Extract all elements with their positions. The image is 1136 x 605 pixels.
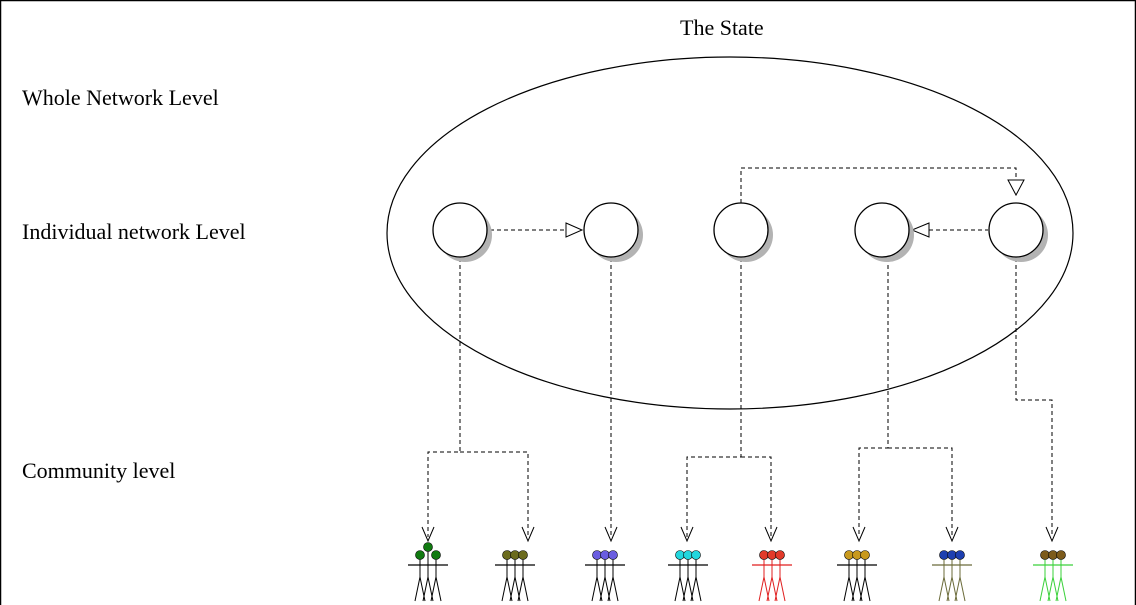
individual-network-level-label: Individual network Level [22, 219, 246, 244]
open-arrowhead [521, 526, 535, 543]
figure-leg [779, 576, 786, 602]
community-group-1 [408, 542, 448, 602]
community-group-2 [495, 550, 535, 602]
figure-leg [859, 576, 866, 602]
figure-leg [591, 576, 598, 602]
figure-head [592, 550, 602, 560]
figure-leg [501, 576, 508, 602]
open-arrowhead [680, 526, 694, 543]
arrowhead-network-5 [1007, 179, 1025, 197]
figure-head [852, 550, 862, 560]
open-arrowhead [764, 526, 778, 543]
figure-head [431, 550, 441, 560]
figure-leg [430, 576, 437, 602]
branch-network-3 [686, 258, 742, 537]
community-group-3 [585, 550, 625, 602]
figure-leg [843, 576, 850, 602]
community-group-6 [837, 550, 877, 602]
figure-head [502, 550, 512, 560]
link-network-3-to-5 [740, 167, 1017, 203]
figure-leg [946, 576, 953, 602]
figure-leg [422, 576, 429, 602]
whole-network-level-label: Whole Network Level [22, 85, 219, 110]
figure-leg [864, 576, 871, 602]
open-arrowhead [1045, 526, 1059, 543]
figure-leg [1060, 576, 1067, 602]
network-nodes [432, 202, 1048, 262]
open-arrowhead [421, 526, 435, 543]
figure-head [955, 550, 965, 560]
figure-leg [690, 576, 697, 602]
figure-leg [517, 576, 524, 602]
branch-network-1-right [460, 451, 529, 537]
branch-network-3-right [741, 456, 772, 537]
network-node-3 [713, 202, 769, 258]
diagram-title: The State [680, 15, 764, 40]
branch-network-5 [1015, 258, 1053, 537]
figure-head [691, 550, 701, 560]
figure-leg [1047, 576, 1054, 602]
figure-head [767, 550, 777, 560]
figure-leg [435, 576, 442, 602]
community-group-4 [668, 550, 708, 602]
figure-leg [612, 576, 619, 602]
figure-leg [674, 576, 681, 602]
figure-leg [938, 576, 945, 602]
figure-head [608, 550, 618, 560]
figure-leg [414, 576, 421, 602]
figure-leg [1055, 576, 1062, 602]
figure-leg [758, 576, 765, 602]
branch-network-1 [427, 258, 461, 537]
figure-head [600, 550, 610, 560]
figure-leg [766, 576, 773, 602]
open-arrowhead [852, 526, 866, 543]
figure-head [510, 550, 520, 560]
figure-head [1048, 550, 1058, 560]
figure-head [844, 550, 854, 560]
figure-leg [695, 576, 702, 602]
branch-network-4-right [888, 447, 953, 537]
arrowhead-network-2 [565, 222, 584, 238]
figure-head [518, 550, 528, 560]
figure-head [759, 550, 769, 560]
figure-leg [774, 576, 781, 602]
figure-leg [954, 576, 961, 602]
open-arrowhead [604, 526, 618, 543]
figure-head [1040, 550, 1050, 560]
figure-head [415, 550, 425, 560]
figure-leg [607, 576, 614, 602]
network-node-4 [854, 202, 910, 258]
community-group-8 [1033, 550, 1073, 602]
branch-network-4 [858, 258, 889, 537]
figure-head [939, 550, 949, 560]
community-group-5 [752, 550, 792, 602]
figure-head [683, 550, 693, 560]
network-node-2 [583, 202, 639, 258]
figure-head [860, 550, 870, 560]
connector-lines [421, 167, 1059, 543]
community-level-label: Community level [22, 458, 176, 483]
figure-head [675, 550, 685, 560]
figure-head [1056, 550, 1066, 560]
network-node-5 [988, 202, 1044, 258]
figure-leg [509, 576, 516, 602]
figure-head [775, 550, 785, 560]
state-ellipse [386, 56, 1074, 410]
figure-leg [682, 576, 689, 602]
figure-leg [522, 576, 529, 602]
figure-leg [1039, 576, 1046, 602]
network-node-1 [432, 202, 488, 258]
community-group-7 [932, 550, 972, 602]
figure-head [423, 542, 433, 552]
figure-leg [959, 576, 966, 602]
arrowhead-network-4 [910, 222, 930, 238]
figure-leg [599, 576, 606, 602]
figure-head [947, 550, 957, 560]
figure-leg [851, 576, 858, 602]
open-arrowhead [945, 526, 959, 543]
community-groups [408, 542, 1073, 602]
